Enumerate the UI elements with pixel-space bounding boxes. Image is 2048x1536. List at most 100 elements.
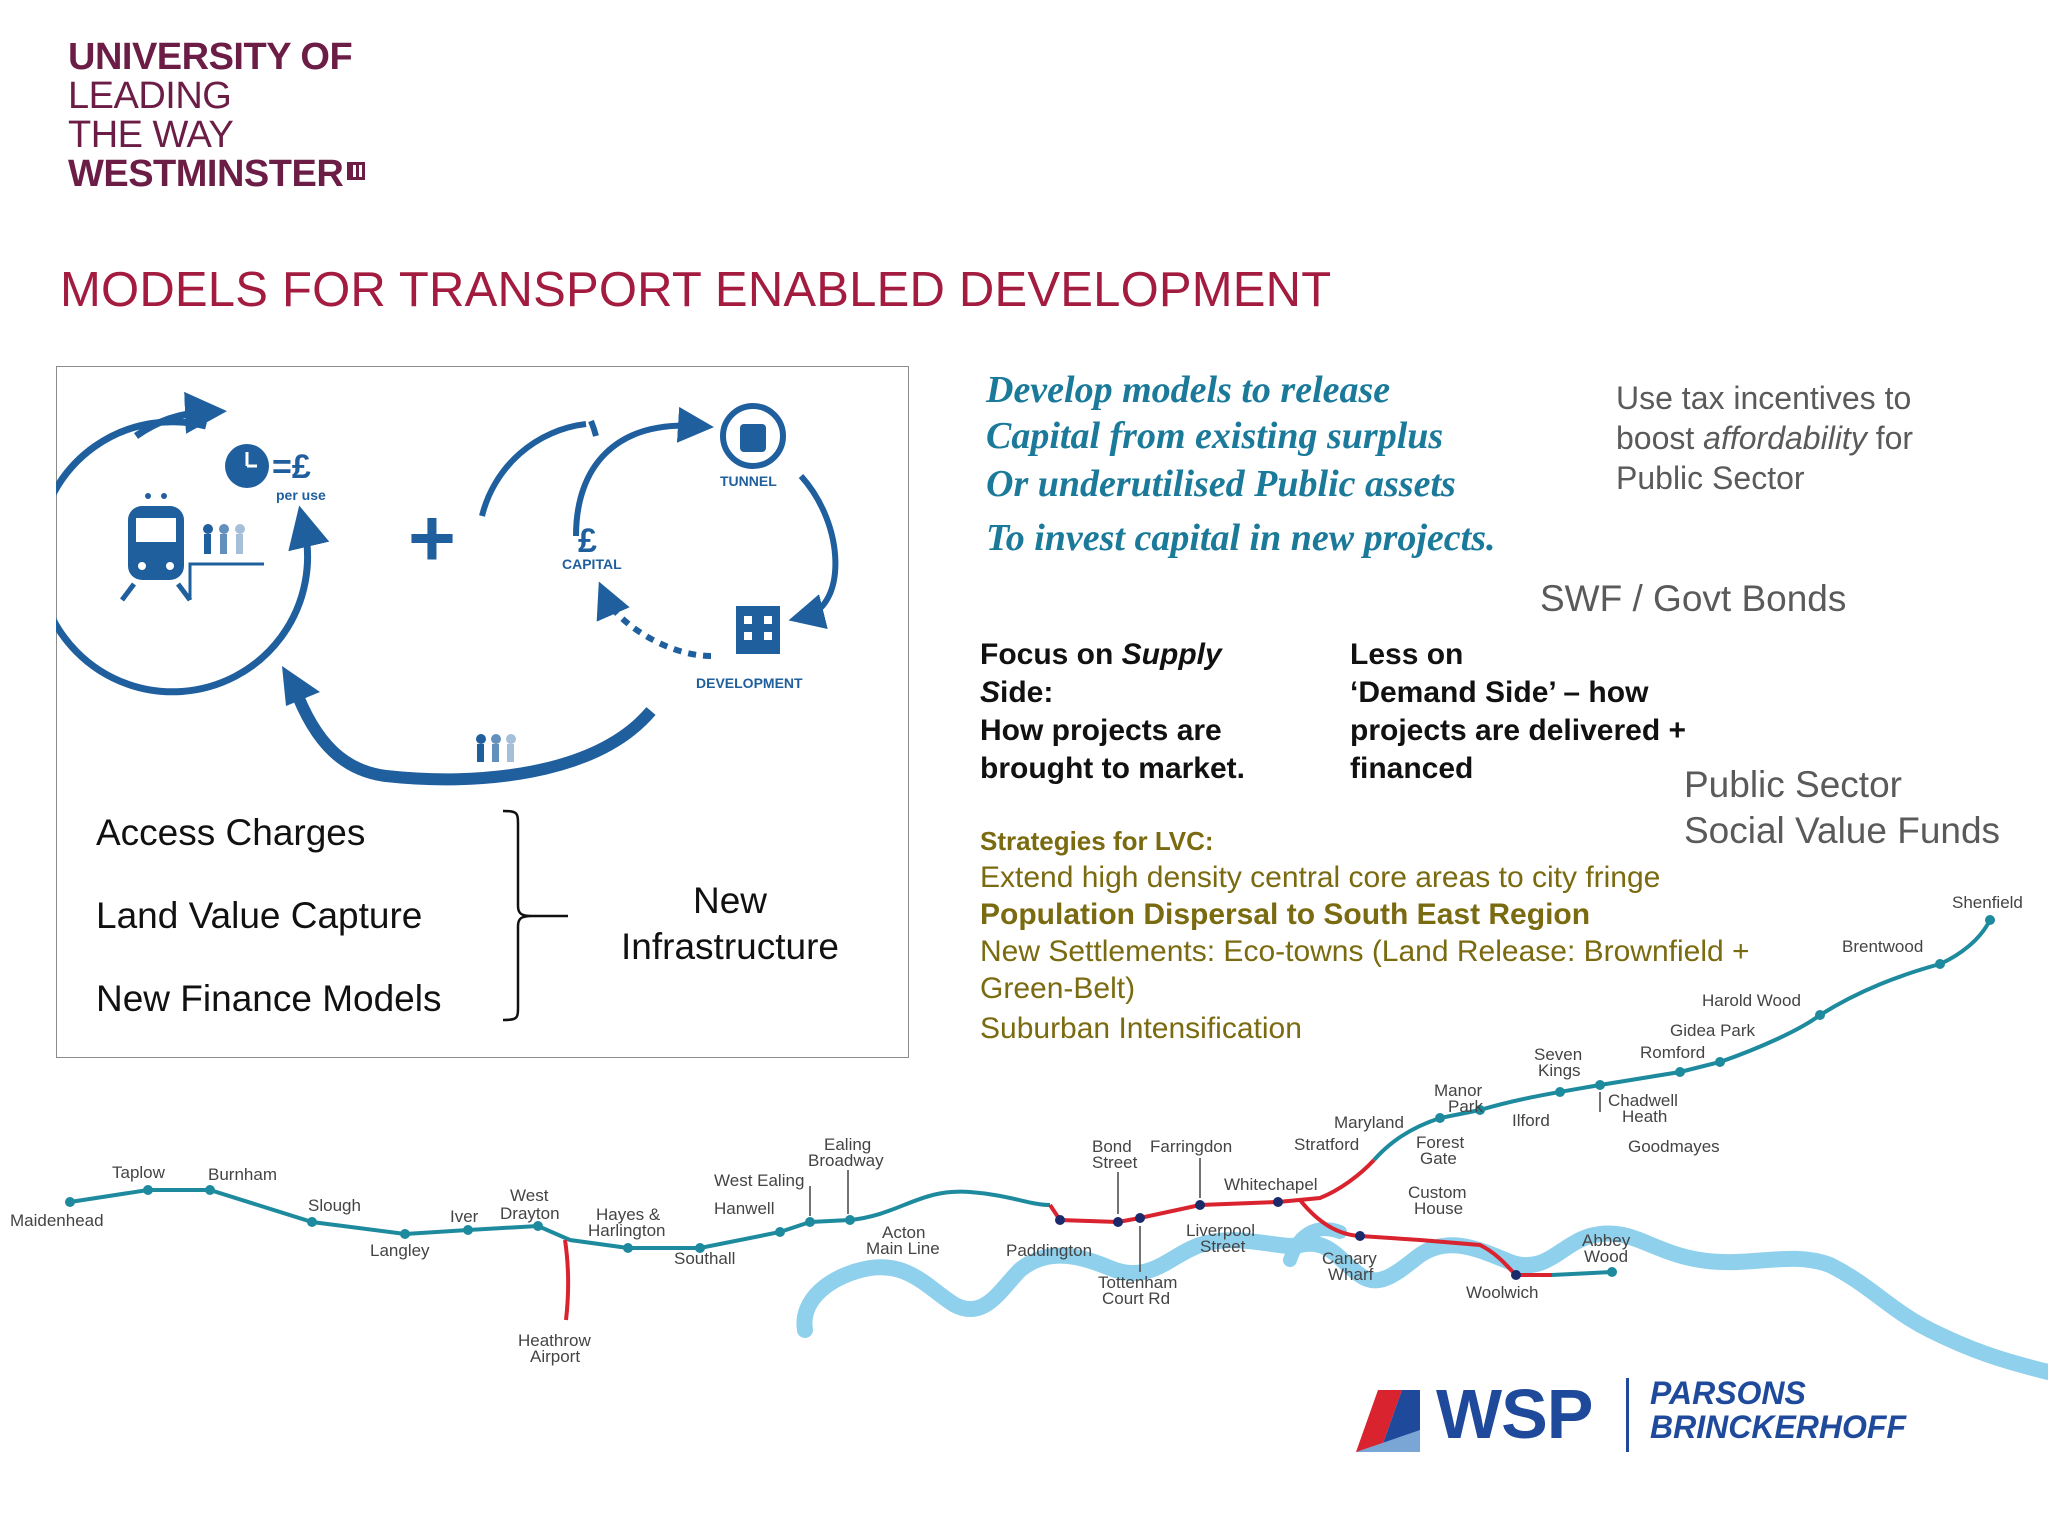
station-burnham: Burnham xyxy=(208,1165,277,1184)
station-custom-house-2: House xyxy=(1414,1199,1463,1218)
return-flow-arrow xyxy=(288,683,656,786)
station-romford: Romford xyxy=(1640,1043,1705,1062)
station-heathrow-2: Airport xyxy=(530,1347,580,1366)
left-cycle-arrow xyxy=(56,418,330,696)
public-sector-line-1: Public Sector xyxy=(1684,764,1902,805)
capital-label: CAPITAL xyxy=(562,556,622,572)
tunnel-icon xyxy=(720,403,786,469)
demand-side-text: Less on ‘Demand Side’ – how projects are… xyxy=(1350,636,1686,788)
station-gidea: Gidea Park xyxy=(1670,1021,1756,1040)
station-ealing-broadway-1: Ealing xyxy=(824,1135,871,1154)
station-chadwell-2: Heath xyxy=(1622,1107,1667,1126)
station-stratford: Stratford xyxy=(1294,1135,1359,1154)
station-forest-gate-2: Gate xyxy=(1420,1149,1457,1168)
public-sector-line-2: Social Value Funds xyxy=(1684,810,2001,851)
demand-line-2: ‘Demand Side’ – how xyxy=(1350,676,1649,709)
station-abbey-wood-1: Abbey xyxy=(1582,1231,1631,1250)
platform-step xyxy=(188,562,264,600)
station-brentwood: Brentwood xyxy=(1842,937,1923,956)
station-liverpool-1: Liverpool xyxy=(1186,1221,1255,1240)
station-canary-2: Wharf xyxy=(1328,1265,1374,1284)
station-west-drayton-1: West xyxy=(510,1186,549,1205)
left-cycle-top-arrow xyxy=(133,391,227,439)
plus-sign: + xyxy=(408,493,456,584)
new-finance-models-label: New Finance Models xyxy=(96,978,442,1019)
station-manor-park-2: Park xyxy=(1448,1097,1483,1116)
demand-line-4: financed xyxy=(1350,752,1474,785)
strategies-heading: Strategies for LVC: xyxy=(980,826,1214,856)
new-infra-line-2: Infrastructure xyxy=(621,926,839,967)
route-abbey-wood xyxy=(1551,1270,1613,1277)
access-charges-label: Access Charges xyxy=(96,812,366,853)
logo-line-3: THE WAY xyxy=(68,114,234,156)
station-west-ealing: West Ealing xyxy=(714,1171,804,1190)
train-icon xyxy=(120,493,192,602)
station-chadwell-1: Chadwell xyxy=(1608,1091,1678,1110)
station-shenfield: Shenfield xyxy=(1952,893,2023,912)
station-tottenham-2: Court Rd xyxy=(1102,1289,1170,1308)
station-bond-street-1: Bond xyxy=(1092,1137,1132,1156)
return-arrow-head xyxy=(282,666,320,706)
diagram-panel xyxy=(56,366,909,1058)
development-to-capital-dashed-arrow xyxy=(596,581,712,659)
station-slough: Slough xyxy=(308,1196,361,1215)
partner-line-1: PARSONS xyxy=(1650,1375,1806,1411)
capital-symbol: £ xyxy=(578,522,597,560)
station-maryland: Maryland xyxy=(1334,1113,1404,1132)
station-maidenhead: Maidenhead xyxy=(10,1211,104,1230)
station-paddington: Paddington xyxy=(1006,1241,1092,1260)
tax-line-1: Use tax incentives to xyxy=(1616,380,1912,416)
station-custom-house-1: Custom xyxy=(1408,1183,1467,1202)
station-hayes-1: Hayes & xyxy=(596,1205,661,1224)
swf-govt-bonds: SWF / Govt Bonds xyxy=(1540,578,1847,619)
route-northeast-branch xyxy=(1372,919,1992,1162)
station-ilford: Ilford xyxy=(1512,1111,1550,1130)
per-use-label: per use xyxy=(276,487,326,503)
development-label: DEVELOPMENT xyxy=(696,675,803,691)
station-bond-street-2: Street xyxy=(1092,1153,1138,1172)
tunnel-to-development-arrow xyxy=(788,473,839,630)
logo-crest-icon xyxy=(347,162,366,180)
blue-text-line-2: Capital from existing surplus xyxy=(986,415,1444,457)
price-label: =£ xyxy=(272,448,311,486)
station-west-drayton-2: Drayton xyxy=(500,1204,560,1223)
logo-divider xyxy=(1626,1378,1629,1452)
university-logo: UNIVERSITY OF LEADING THE WAY WESTMINSTE… xyxy=(68,38,388,194)
clock-icon xyxy=(225,444,269,488)
development-building-icon xyxy=(736,606,780,654)
demand-line-1: Less on xyxy=(1350,638,1464,671)
supply-line-3: How projects are xyxy=(980,714,1222,747)
new-infra-line-1: New xyxy=(692,880,768,921)
station-seven-kings-1: Seven xyxy=(1534,1045,1582,1064)
station-canary-1: Canary xyxy=(1322,1249,1377,1268)
station-heathrow-1: Heathrow xyxy=(518,1331,591,1350)
route-central-southeast xyxy=(1298,1198,1552,1277)
logo-line-4: WESTMINSTER xyxy=(68,155,388,194)
public-sector-text: Public Sector Social Value Funds xyxy=(1684,762,2000,854)
station-ealing-broadway-2: Broadway xyxy=(808,1151,884,1170)
station-acton-1: Acton xyxy=(882,1223,925,1242)
station-woolwich: Woolwich xyxy=(1466,1283,1538,1302)
supply-line-1: Focus on Supply xyxy=(980,638,1222,671)
river-thames xyxy=(796,1225,2048,1380)
station-hanwell: Hanwell xyxy=(714,1199,774,1218)
walking-people-icon-bottom xyxy=(476,734,516,762)
route-western-branch xyxy=(69,1188,1051,1250)
station-labels: Maidenhead Taplow Burnham Slough Langley… xyxy=(10,893,2023,1366)
station-abbey-wood-2: Wood xyxy=(1584,1247,1628,1266)
strategy-item-3: New Settlements: Eco-towns (Land Release… xyxy=(980,935,1750,968)
strategy-item-5: Suburban Intensification xyxy=(980,1012,1302,1045)
station-goodmayes: Goodmayes xyxy=(1628,1137,1720,1156)
walking-people-icon xyxy=(203,524,245,554)
logo-line-1: UNIVERSITY OF xyxy=(68,36,353,78)
parsons-brinckerhoff-text: PARSONS BRINCKERHOFF xyxy=(1650,1376,1906,1444)
strategy-item-4: Green-Belt) xyxy=(980,972,1136,1005)
station-farringdon: Farringdon xyxy=(1150,1137,1232,1156)
supply-side-text: Focus on Supply Side: How projects are b… xyxy=(980,636,1245,788)
station-iver: Iver xyxy=(450,1207,479,1226)
station-hayes-2: Harlington xyxy=(588,1221,666,1240)
blue-text-line-4: To invest capital in new projects. xyxy=(986,517,1496,559)
station-southall: Southall xyxy=(674,1249,735,1268)
strategy-item-2: Population Dispersal to South East Regio… xyxy=(980,898,1591,931)
tax-line-2: boost affordability for xyxy=(1616,420,1914,456)
